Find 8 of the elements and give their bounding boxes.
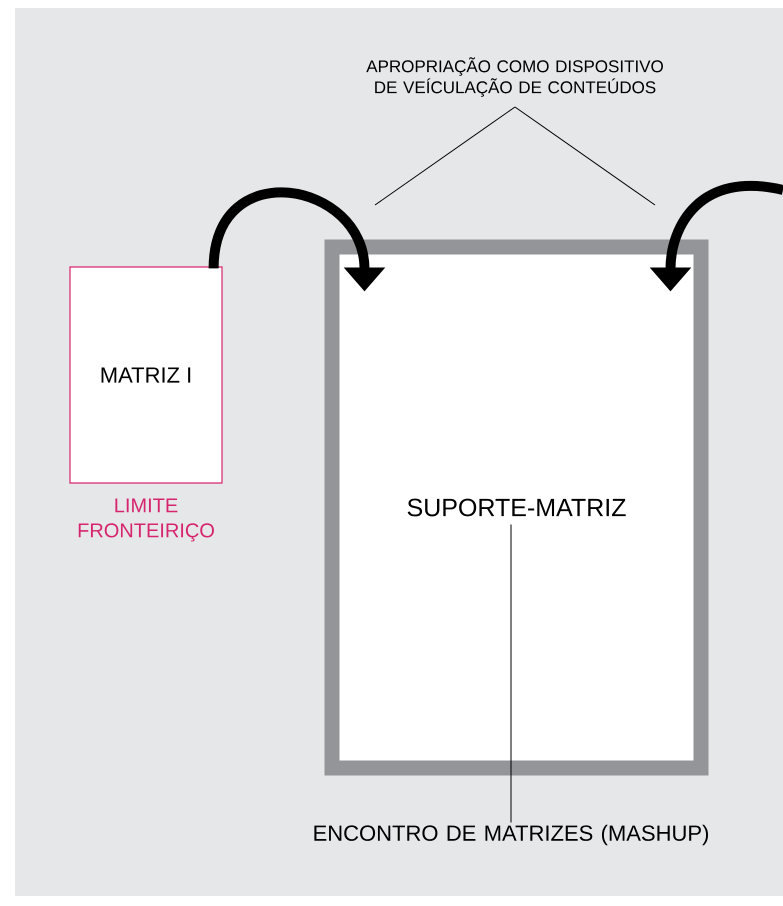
leader-line [510, 524, 512, 824]
boundary-label: LIMITE FRONTEIRIÇO [78, 498, 214, 542]
caption-text: ENCONTRO DE MATRIZES (MASHUP) [314, 824, 708, 846]
matrix-box: MATRIZ I [69, 266, 223, 484]
heading-text: APROPRIAÇÃO COMO DISPOSITIVO DE VEÍCULAÇÃO DE CONTEÚDOS [366, 57, 663, 97]
leader-line [514, 106, 656, 206]
support-frame: SUPORTE-MATRIZ [324, 240, 708, 776]
leader-line [374, 106, 516, 206]
